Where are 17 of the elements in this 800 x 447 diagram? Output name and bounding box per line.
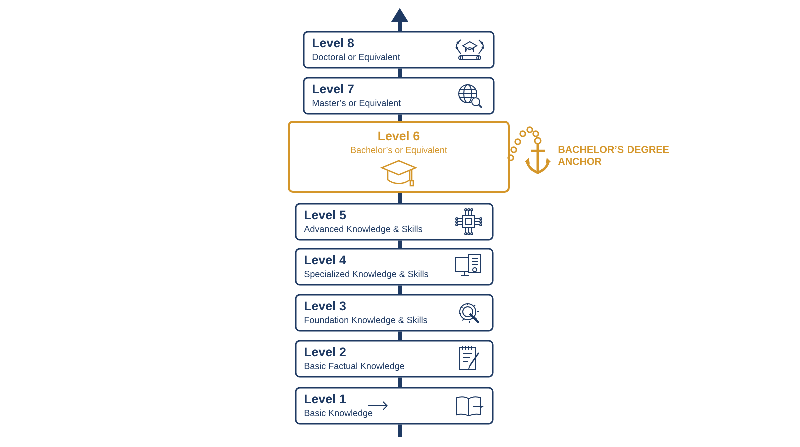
level-box: Level 4 Specialized Knowledge & Skills — [295, 248, 494, 286]
spine-line — [398, 286, 402, 294]
spine-line — [398, 240, 402, 248]
level-box: Level 7 Master’s or Equivalent — [303, 77, 495, 115]
level-box: Level 5 Advanced Knowledge & Skills — [295, 203, 494, 241]
anchor-label: BACHELOR’S DEGREE ANCHOR — [558, 146, 670, 166]
level-box: Level 6 Bachelor’s or Equivalent — [288, 121, 510, 193]
spine-line — [398, 332, 402, 340]
level-box: Level 8 Doctoral or Equivalent — [303, 31, 495, 69]
spine-line — [398, 68, 402, 78]
spine-line — [398, 114, 402, 121]
spine-line — [398, 378, 402, 388]
spine-line — [398, 193, 402, 204]
spine-line — [398, 424, 402, 437]
level-box: Level 2 Basic Factual Knowledge — [295, 340, 494, 378]
level-box: Level 1 Basic Knowledge — [295, 387, 494, 425]
level-box: Level 3 Foundation Knowledge & Skills — [295, 294, 494, 332]
